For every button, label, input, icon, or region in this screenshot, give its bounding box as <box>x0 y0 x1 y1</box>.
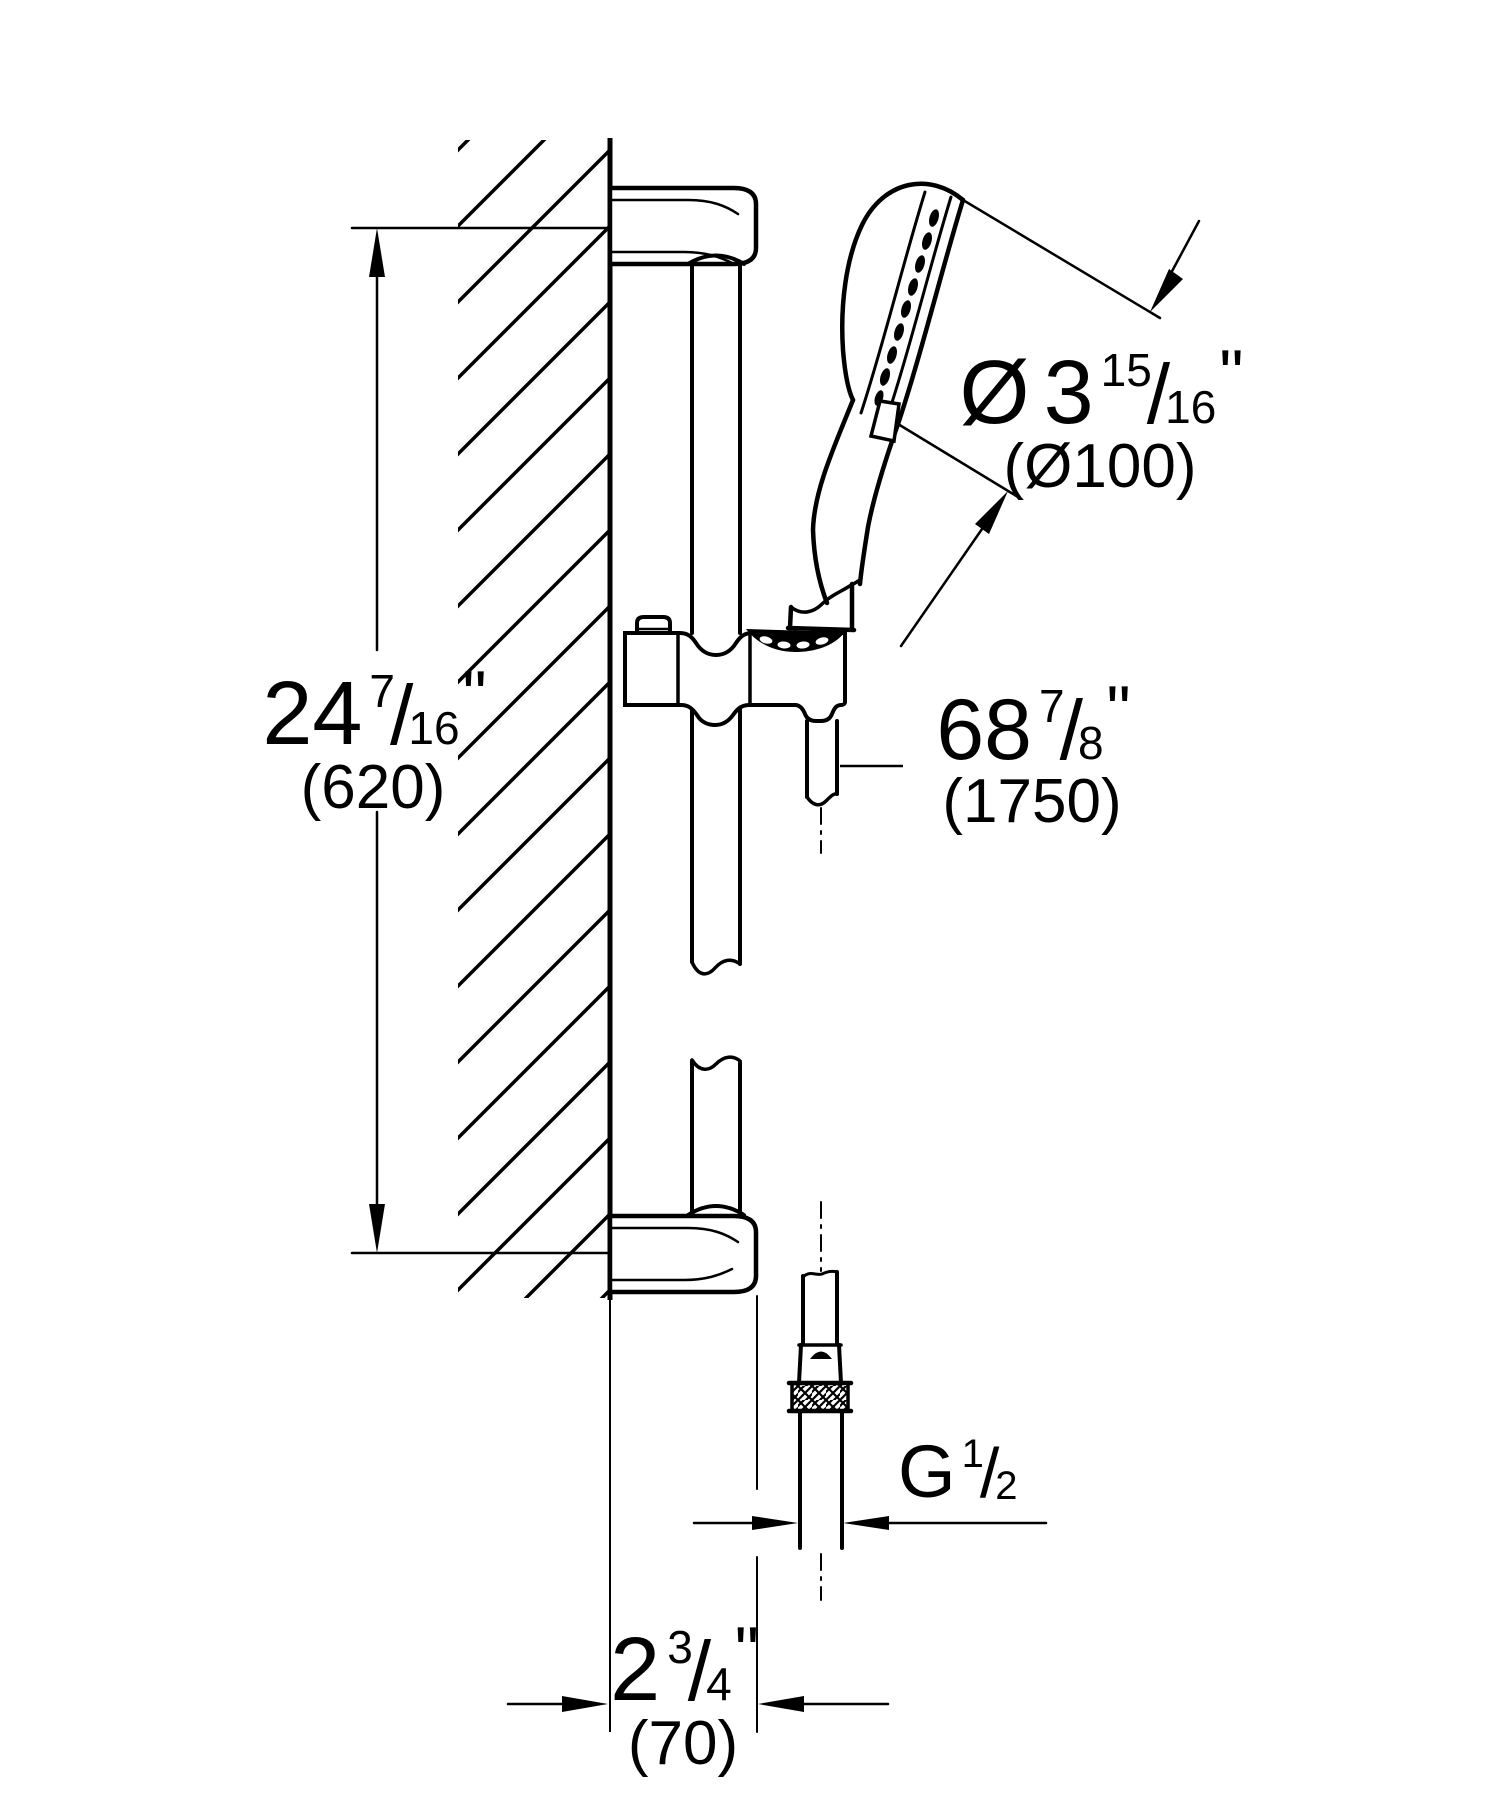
holder-cone-knurl-holes <box>759 636 829 649</box>
handle-seat-line <box>785 625 857 633</box>
spray-nozzles <box>874 209 939 406</box>
dim-wall-offset <box>506 1295 890 1733</box>
arrow-to-face-bottom <box>975 491 1008 534</box>
arrow-right <box>562 1696 608 1712</box>
slider-holder <box>623 615 857 728</box>
head-den: 16 <box>1165 381 1217 433</box>
wall-hatching <box>458 140 608 1298</box>
rail-break-lower <box>690 958 742 976</box>
shower-hose <box>786 719 854 1601</box>
hose-unit: " <box>1106 672 1131 748</box>
hose-end-break <box>801 1269 839 1279</box>
hose-num: 7 <box>1039 680 1065 732</box>
head-face-inner-line <box>884 195 953 423</box>
diameter-symbol: Ø <box>959 343 1030 443</box>
dim-rail-length <box>350 226 610 1255</box>
hose-whole: 68 <box>936 682 1032 778</box>
head-num: 15 <box>1100 344 1152 396</box>
rail-metric: (620) <box>300 753 446 822</box>
wall-section <box>458 138 613 1732</box>
dim-head-diameter <box>896 198 1201 648</box>
hose-metric: (1750) <box>942 767 1122 836</box>
rail-top-socket <box>686 253 746 266</box>
thread-den: 2 <box>995 1464 1018 1508</box>
head-back-outline <box>840 181 966 403</box>
ext-line-bottom <box>896 422 1020 499</box>
handle-mode-button <box>868 399 901 444</box>
rail-num: 7 <box>369 665 396 717</box>
hose-break-line <box>805 792 839 807</box>
thread-num: 1 <box>961 1432 984 1476</box>
arrow-right <box>752 1516 798 1530</box>
holder-body <box>623 631 847 728</box>
offset-whole: 2 <box>610 1620 661 1720</box>
offset-metric: (70) <box>627 1709 739 1778</box>
arrow-left <box>758 1696 804 1712</box>
top-bracket <box>607 185 759 267</box>
head-rim-line <box>859 190 927 415</box>
fraction-slash: / <box>390 668 414 762</box>
connector-detail <box>810 1351 832 1359</box>
holder-button <box>635 615 672 635</box>
hand-shower <box>787 181 966 631</box>
rail-break-upper <box>690 1055 742 1071</box>
head-whole: 3 <box>1043 343 1094 443</box>
fraction-slash: / <box>1059 683 1083 777</box>
handle-left-edge <box>810 397 856 606</box>
offset-num: 3 <box>667 1621 693 1673</box>
dim-thread <box>692 1516 1048 1530</box>
thread-prefix: G <box>898 1430 956 1513</box>
rail-unit: " <box>462 657 487 733</box>
bottom-bracket <box>607 1213 759 1295</box>
rail-bottom-socket <box>686 1204 746 1217</box>
head-face-edge <box>895 197 966 427</box>
rail-den: 16 <box>408 702 460 754</box>
hose-nut <box>790 1381 850 1413</box>
handle-break-line <box>789 578 862 614</box>
handle-stub-left <box>787 604 794 631</box>
ext-line-top <box>961 198 1162 320</box>
holder-cone-knurl <box>746 629 845 652</box>
offset-den: 4 <box>706 1658 732 1710</box>
fraction-slash: / <box>687 1624 712 1718</box>
arrow-down <box>369 1204 385 1253</box>
handle-right-edge <box>857 421 901 587</box>
rail-whole: 24 <box>262 664 363 764</box>
head-unit: " <box>1219 336 1243 412</box>
hose-den: 8 <box>1077 717 1104 769</box>
arrow-to-face-top <box>1150 269 1183 312</box>
head-metric: (Ø100) <box>1003 432 1197 501</box>
arrow-up <box>369 228 385 277</box>
fraction-slash: / <box>1146 347 1171 441</box>
offset-unit: " <box>734 1613 759 1689</box>
shower-rail <box>686 253 746 1217</box>
fraction-slash: / <box>979 1434 1000 1512</box>
arrow-left <box>843 1516 889 1530</box>
